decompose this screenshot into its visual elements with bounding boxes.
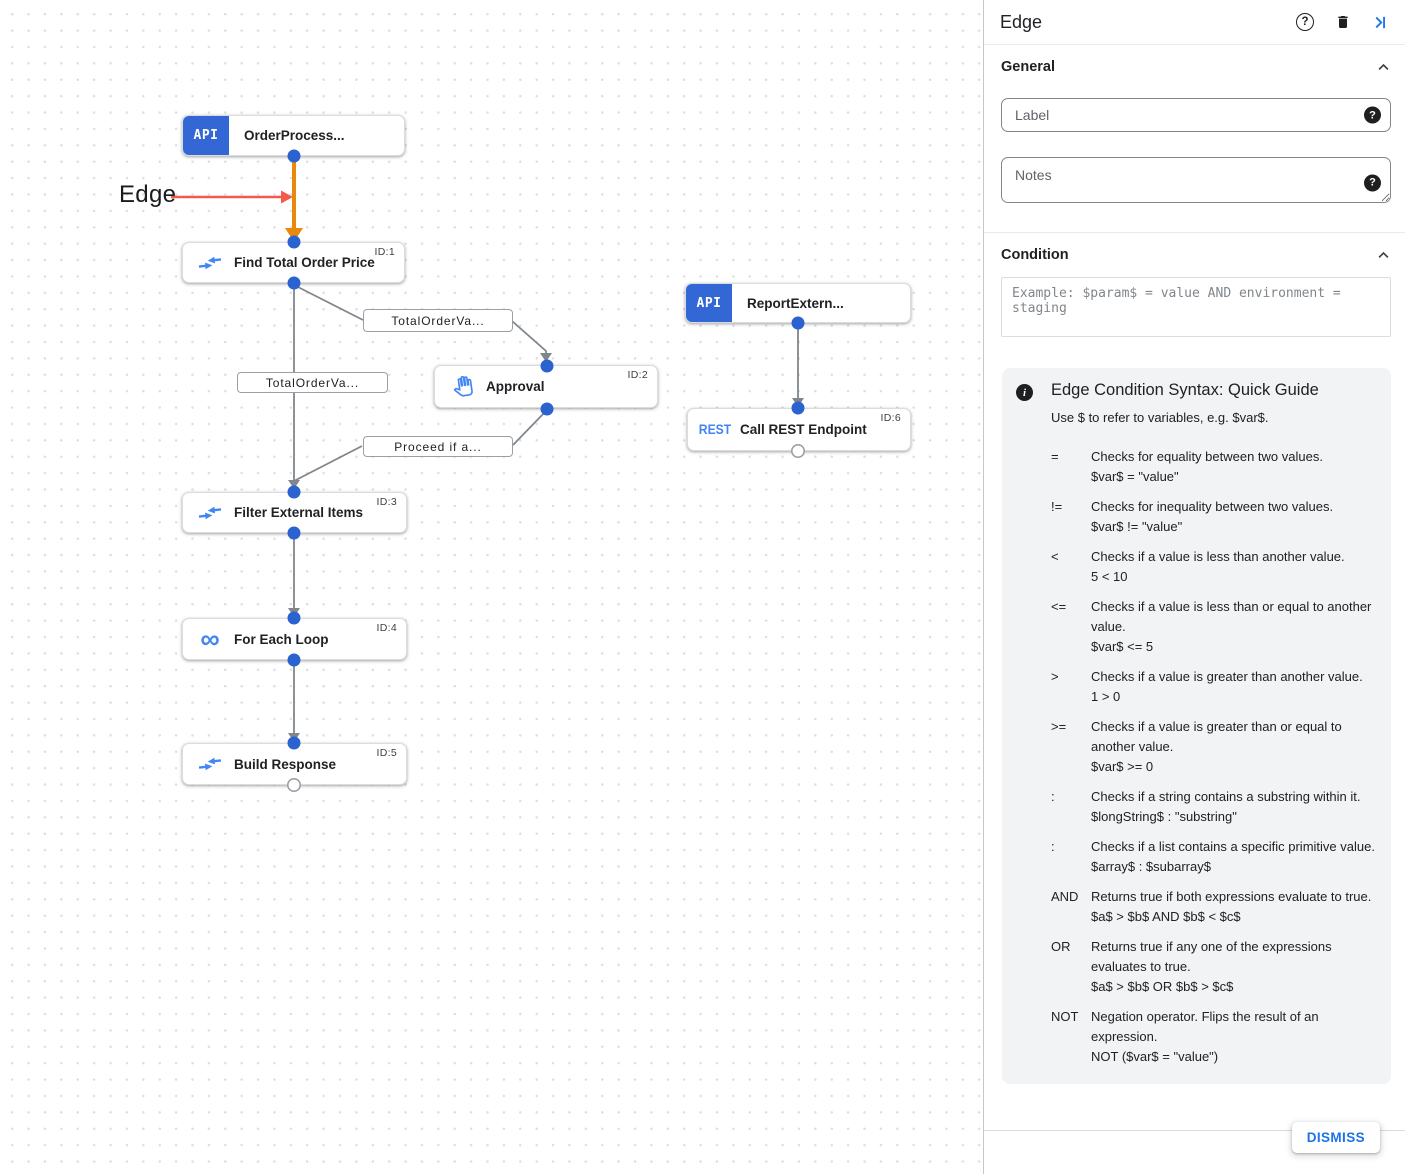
node-find-total-order-price[interactable]: Find Total Order Price ID:1 [182,242,405,283]
node-label: ReportExtern... [747,295,844,311]
condition-section: Condition i Edge Condition Syntax: Quick… [984,233,1405,1108]
guide-row-less-than: <Checks if a value is less than another … [1051,549,1345,584]
condition-syntax-guide: i Edge Condition Syntax: Quick Guide Use… [1002,368,1391,1084]
guide-rows: =Checks for equality between two values.… [1051,447,1379,1067]
node-build-response[interactable]: Build Response ID:5 [182,743,407,785]
guide-row-not-equals: !=Checks for inequality between two valu… [1051,499,1334,534]
node-id-badge: ID:6 [880,412,901,424]
node-id-badge: ID:4 [376,622,397,634]
delete-edge-button[interactable] [1335,13,1351,31]
condition-section-title: Condition [1001,247,1069,263]
collapse-panel-button[interactable] [1372,14,1389,31]
node-order-process-trigger[interactable]: API OrderProcess... [182,115,405,156]
node-report-extern-trigger[interactable]: API ReportExtern... [685,283,911,323]
edge-label-proceed-if[interactable]: Proceed if a... [363,436,513,457]
node-id-badge: ID:2 [627,369,648,381]
footer-divider [984,1130,1405,1131]
guide-row-equals: =Checks for equality between two values.… [1051,449,1323,484]
node-label: Approval [486,379,545,394]
annotation-arrowhead [281,190,293,204]
node-id-badge: ID:3 [376,496,397,508]
node-label: For Each Loop [234,631,329,647]
node-filter-external-items[interactable]: Filter External Items ID:3 [182,492,407,533]
loop-infinity-icon: ∞ [200,624,220,654]
edge-properties-panel: Edge ? General [983,0,1405,1174]
node-id-badge: ID:1 [374,246,395,258]
api-trigger-icon: API [686,284,732,322]
label-help-icon[interactable]: ? [1364,106,1381,124]
node-id-badge: ID:5 [376,747,397,759]
guide-row-string-contains: :Checks if a string contains a substring… [1051,789,1361,824]
edges-layer [171,157,804,742]
dismiss-button[interactable]: DISMISS [1291,1122,1380,1153]
guide-row-greater-equal: >=Checks if a value is greater than or e… [1051,719,1342,774]
data-mapping-icon [197,253,223,273]
chevron-up-icon [1378,251,1389,258]
notes-help-icon[interactable]: ? [1364,174,1381,191]
skip-end-icon [1375,16,1385,28]
label-input[interactable] [1001,98,1391,132]
edge-highlighted-arrowhead [285,228,303,242]
collapse-general-button[interactable] [1376,60,1391,75]
chevron-up-icon [1378,63,1389,70]
node-approval[interactable]: Approval ID:2 [434,365,658,408]
panel-title: Edge [1000,11,1043,32]
condition-input[interactable] [1001,277,1391,337]
general-section-title: General [1001,59,1055,75]
api-trigger-icon: API [183,116,229,155]
data-mapping-icon [197,754,223,774]
panel-header: Edge ? [984,0,1405,45]
info-icon: i [1016,384,1033,401]
node-label: OrderProcess... [244,128,345,143]
node-label: Build Response [234,756,337,772]
connection-dots-layer [286,149,805,792]
general-section: General ? ? [984,45,1405,233]
edge-annotation-label: Edge [119,181,177,208]
edge-label-total-order-right[interactable]: TotalOrderVa... [363,309,513,332]
notes-input[interactable] [1001,157,1391,203]
collapse-condition-button[interactable] [1376,248,1391,263]
data-mapping-icon [197,503,223,523]
guide-title: Edge Condition Syntax: Quick Guide [1051,381,1319,399]
node-label: Call REST Endpoint [740,422,867,437]
guide-row-list-contains: :Checks if a list contains a specific pr… [1051,839,1375,874]
edge-label-total-order-left[interactable]: TotalOrderVa... [237,372,388,393]
guide-row-less-equal: <=Checks if a value is less than or equa… [1051,599,1372,654]
node-call-rest-endpoint[interactable]: REST Call REST Endpoint ID:6 [687,408,911,451]
help-icon[interactable]: ? [1296,13,1314,31]
flow-canvas[interactable]: Edge API OrderProcess... Find Total Orde… [0,0,983,1174]
node-for-each-loop[interactable]: ∞ For Each Loop ID:4 [182,618,407,660]
guide-intro: Use $ to refer to variables, e.g. $var$. [1051,410,1269,425]
guide-row-greater-than: >Checks if a value is greater than anoth… [1051,669,1363,704]
node-label: Filter External Items [234,505,364,520]
rest-icon: REST [698,422,732,437]
trash-icon [1338,16,1348,28]
node-label: Find Total Order Price [234,255,375,270]
approval-hand-icon [449,375,475,397]
